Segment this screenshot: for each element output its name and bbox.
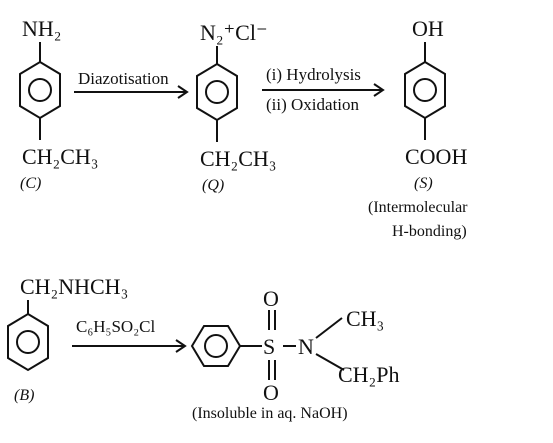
note-intermolecular: (Intermolecular [368, 199, 468, 216]
arrow-diazotisation: Diazotisation [74, 69, 189, 99]
diazonium-group: N₂⁺Cl⁻ [200, 20, 268, 45]
ethyl-group: CH₂CH₃ [200, 146, 276, 171]
aromatic-circle [413, 78, 437, 102]
bond-line [315, 353, 345, 371]
sulfur-atom: S [263, 334, 275, 359]
note-insoluble: (Insoluble in aq. NaOH) [192, 405, 348, 422]
arrowhead-icon [177, 85, 189, 99]
hydroxyl-group: OH [412, 16, 444, 41]
reagent-hydrolysis: (i) Hydrolysis [266, 65, 361, 84]
methyl-group: CH₃ [346, 306, 384, 331]
methylaminomethyl-group: CH₂NHCH₃ [20, 274, 128, 299]
aromatic-circle [16, 330, 40, 354]
reagent-diazotisation: Diazotisation [78, 69, 169, 88]
benzene-ring [19, 60, 61, 120]
benzylamine-compound-b: CH₂NHCH₃ (B) [7, 274, 128, 404]
benzene-ring [190, 325, 242, 367]
benzene-ring [196, 62, 238, 122]
compound-label-q: (Q) [202, 177, 224, 194]
aromatic-circle [205, 80, 229, 104]
compound-label-c: (C) [20, 175, 41, 192]
aromatic-circle [204, 334, 228, 358]
aromatic-circle [28, 78, 52, 102]
benzene-ring [7, 312, 49, 372]
sulfonamide-product: S O O N CH₃ CH₂Ph (Insoluble in aq. NaOH… [190, 286, 399, 422]
diazonium-compound-q: N₂⁺Cl⁻ CH₂CH₃ (Q) [196, 20, 276, 194]
compound-label-s: (S) [414, 175, 433, 192]
oxygen-top: O [263, 286, 279, 311]
benzene-ring [404, 60, 446, 120]
carboxyl-group: COOH [405, 144, 467, 169]
benzyl-group: CH₂Ph [338, 362, 399, 387]
arrow-hydrolysis-oxidation: (i) Hydrolysis (ii) Oxidation [262, 65, 385, 114]
arrowhead-icon [373, 83, 385, 97]
hydroxybenzoic-compound-s: OH COOH (S) (Intermolecular H-bonding) [368, 16, 468, 240]
note-h-bonding: H-bonding) [392, 223, 467, 240]
arrowhead-icon [175, 339, 187, 353]
amino-group: NH₂ [22, 16, 61, 41]
aniline-compound-c: NH₂ CH₂CH₃ (C) [19, 16, 98, 192]
bond-line [315, 317, 343, 339]
reagent-benzenesulfonyl-chloride: C₆H₅SO₂Cl [76, 317, 155, 336]
nitrogen-atom: N [298, 334, 314, 359]
arrow-sulfonyl-chloride: C₆H₅SO₂Cl [72, 317, 187, 353]
oxygen-bottom: O [263, 380, 279, 405]
ethyl-group: CH₂CH₃ [22, 144, 98, 169]
reagent-oxidation: (ii) Oxidation [266, 95, 360, 114]
compound-label-b: (B) [14, 387, 34, 404]
